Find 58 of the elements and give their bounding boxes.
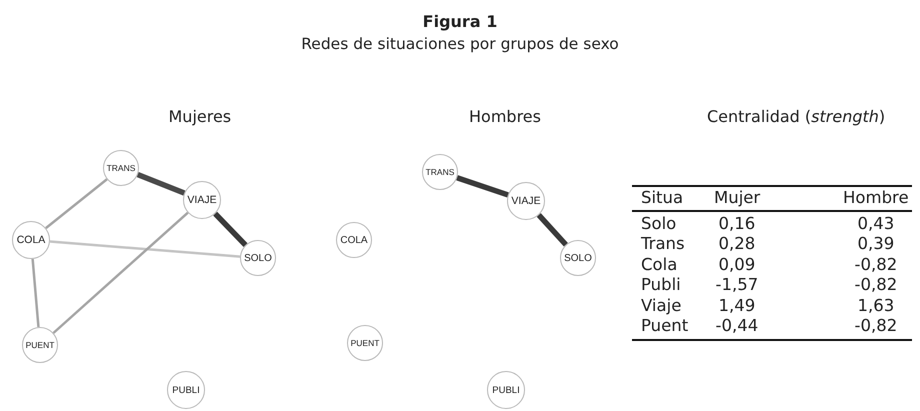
network-node xyxy=(336,222,372,258)
network-edge xyxy=(536,213,568,247)
table-cell: 1,49 xyxy=(718,296,756,314)
column-header: Mujer xyxy=(714,188,760,207)
network-edge xyxy=(52,212,189,334)
node-label: SOLO xyxy=(244,252,272,264)
table-cell: 0,39 xyxy=(858,234,894,253)
node-label: PUENT xyxy=(350,338,380,348)
network-node xyxy=(240,240,276,276)
network-node xyxy=(183,181,221,219)
table-cell: 0,28 xyxy=(718,234,756,253)
table-cell: 0,43 xyxy=(858,214,894,232)
table-cell: Viaje xyxy=(641,296,682,314)
node-label: SOLO xyxy=(564,252,592,264)
node-label: COLA xyxy=(16,234,46,246)
figure-caption: Redes de situaciones por grupos de sexo xyxy=(300,35,620,53)
network-edge xyxy=(50,240,240,258)
node-label: VIAJE xyxy=(511,195,541,207)
table-cell: -0,44 xyxy=(716,316,758,335)
node-label: VIAJE xyxy=(187,194,217,206)
column-header: Situa xyxy=(641,188,684,207)
table-cell: Cola xyxy=(641,254,678,274)
table-cell: -0,82 xyxy=(854,316,898,335)
network-node xyxy=(507,182,545,220)
network-edge xyxy=(45,178,108,230)
network-node xyxy=(103,150,139,186)
network-edge xyxy=(456,175,509,198)
table-cell: 0,16 xyxy=(718,214,756,232)
table-cell: Solo xyxy=(641,214,676,232)
table-heading: Centralidad (strength) xyxy=(707,107,886,126)
table-cell: 0,09 xyxy=(718,254,756,274)
network-edge xyxy=(213,212,248,247)
table-cell: Publi xyxy=(641,275,681,294)
node-label: TRANS xyxy=(106,163,136,173)
network-node xyxy=(422,154,458,190)
table-cell: Puent xyxy=(641,316,688,335)
table-cell: -0,82 xyxy=(854,254,898,274)
figure-title: Figura 1 xyxy=(422,12,498,31)
network-node xyxy=(560,240,596,276)
table-cell: Trans xyxy=(641,234,685,253)
network-node xyxy=(347,325,383,361)
node-label: PUBLI xyxy=(492,384,520,396)
node-label: COLA xyxy=(340,234,368,246)
network-node xyxy=(12,221,50,259)
panel-heading: Hombres xyxy=(469,107,541,126)
network-node xyxy=(487,371,525,409)
table-cell: 1,63 xyxy=(858,296,894,314)
node-label: PUENT xyxy=(26,340,54,350)
network-node xyxy=(22,327,58,363)
network-edge xyxy=(31,258,40,328)
table-cell: -1,57 xyxy=(716,275,758,294)
column-header: Hombre xyxy=(843,188,909,207)
table-cell: -0,82 xyxy=(854,275,898,294)
network-node xyxy=(167,371,205,409)
network-edge xyxy=(136,172,186,196)
panel-heading: Mujeres xyxy=(168,107,232,126)
node-label: TRANS xyxy=(426,167,454,177)
node-label: PUBLI xyxy=(172,384,200,396)
